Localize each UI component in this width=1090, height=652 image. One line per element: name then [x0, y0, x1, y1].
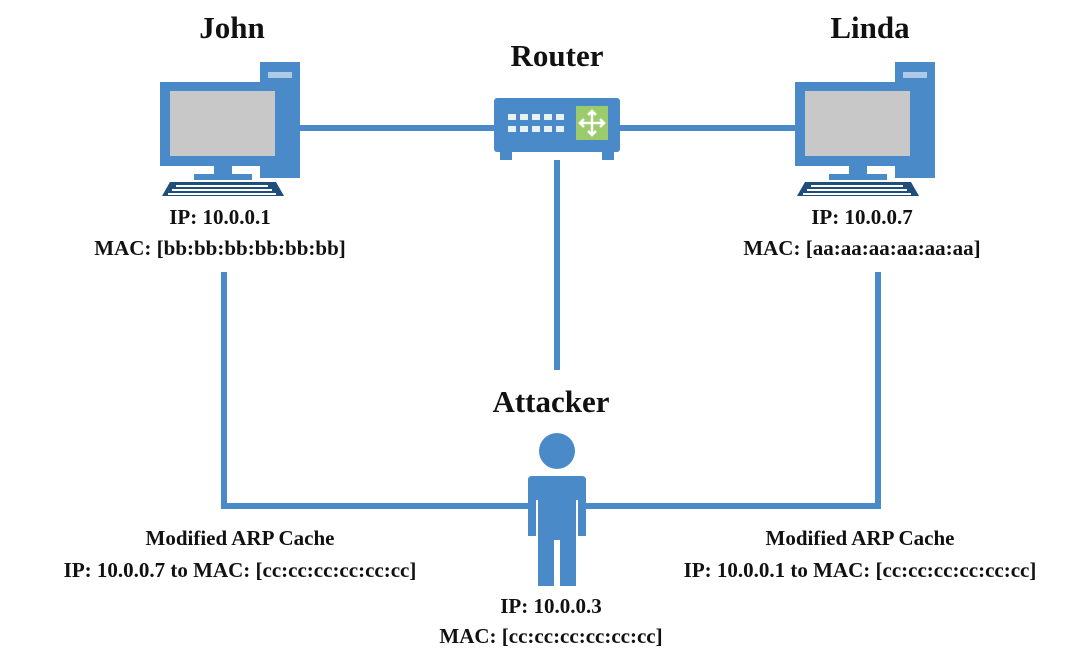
right-arp-cache-entry: IP: 10.0.0.1 to MAC: [cc:cc:cc:cc:cc:cc] — [683, 558, 1037, 582]
router-name: Router — [510, 38, 604, 73]
john-mac: MAC: [bb:bb:bb:bb:bb:bb] — [94, 236, 346, 260]
linda-ip: IP: 10.0.0.7 — [811, 205, 913, 229]
attacker-name: Attacker — [492, 384, 610, 419]
left-arp-cache-entry: IP: 10.0.0.7 to MAC: [cc:cc:cc:cc:cc:cc] — [63, 558, 417, 582]
linda-name: Linda — [830, 10, 910, 45]
router-icon — [494, 98, 620, 160]
link-john-attacker — [221, 272, 530, 509]
attacker-mac: MAC: [cc:cc:cc:cc:cc:cc] — [439, 624, 663, 648]
link-attacker-linda — [586, 272, 881, 509]
left-arp-cache-title: Modified ARP Cache — [145, 526, 335, 550]
john-computer-icon — [160, 62, 300, 196]
john-name: John — [199, 10, 265, 45]
linda-computer-icon — [795, 62, 935, 196]
right-arp-cache-title: Modified ARP Cache — [765, 526, 955, 550]
linda-mac: MAC: [aa:aa:aa:aa:aa:aa] — [743, 236, 981, 260]
john-ip: IP: 10.0.0.1 — [169, 205, 271, 229]
attacker-ip: IP: 10.0.0.3 — [500, 594, 602, 618]
attacker-person-icon — [528, 433, 586, 586]
